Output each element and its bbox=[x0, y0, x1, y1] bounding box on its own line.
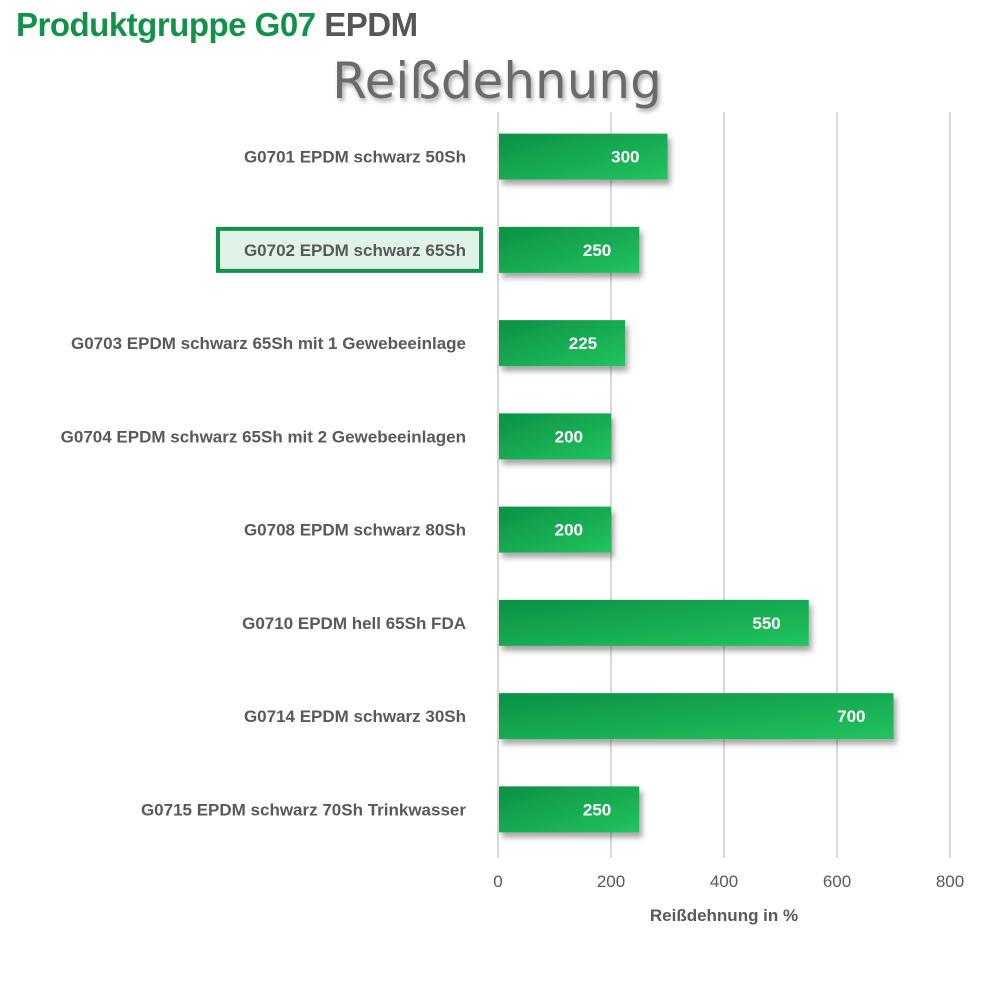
category-label: G0704 EPDM schwarz 65Sh mit 2 Gewebeeinl… bbox=[61, 427, 466, 446]
x-axis-title: Reißdehnung in % bbox=[650, 906, 798, 925]
bar-value-label: 300 bbox=[611, 148, 639, 167]
bar-value-label: 250 bbox=[583, 800, 611, 819]
chart-title: Reißdehnung bbox=[0, 52, 998, 110]
bar-value-label: 700 bbox=[837, 707, 865, 726]
category-label: G0701 EPDM schwarz 50Sh bbox=[244, 148, 466, 167]
bar-value-label: 225 bbox=[569, 334, 597, 353]
category-label: G0714 EPDM schwarz 30Sh bbox=[244, 707, 466, 726]
product-group-label: Produktgruppe G07 bbox=[16, 6, 316, 43]
product-group-header: Produktgruppe G07 EPDM bbox=[16, 6, 418, 44]
category-label: G0715 EPDM schwarz 70Sh Trinkwasser bbox=[141, 800, 466, 819]
bar bbox=[499, 599, 809, 646]
highlighted-category-box bbox=[216, 226, 483, 273]
x-tick-label: 600 bbox=[823, 872, 851, 891]
bar bbox=[499, 506, 611, 553]
x-tick-label: 800 bbox=[936, 872, 964, 891]
bar bbox=[499, 133, 668, 180]
x-tick-label: 400 bbox=[710, 872, 738, 891]
bar-value-label: 200 bbox=[555, 521, 583, 540]
category-label: G0703 EPDM schwarz 65Sh mit 1 Gewebeeinl… bbox=[71, 334, 466, 353]
category-label: G0710 EPDM hell 65Sh FDA bbox=[242, 614, 466, 633]
bar-value-label: 200 bbox=[555, 427, 583, 446]
category-label: G0708 EPDM schwarz 80Sh bbox=[244, 521, 466, 540]
bar bbox=[499, 786, 640, 833]
bars: 300 250 225 200 200 550 700 250 bbox=[499, 133, 894, 833]
bar bbox=[499, 413, 611, 460]
chart-title-text: Reißdehnung bbox=[332, 52, 662, 110]
bar-value-label: 250 bbox=[583, 241, 611, 260]
category-label: G0702 EPDM schwarz 65Sh bbox=[244, 241, 466, 260]
bar-value-label: 550 bbox=[752, 614, 780, 633]
x-tick-label: 200 bbox=[597, 872, 625, 891]
material-label: EPDM bbox=[324, 6, 418, 43]
x-tick-label: 0 bbox=[493, 872, 502, 891]
bar bbox=[499, 693, 894, 740]
grid-lines bbox=[497, 112, 951, 858]
bar bbox=[499, 226, 640, 273]
bar bbox=[499, 320, 626, 367]
